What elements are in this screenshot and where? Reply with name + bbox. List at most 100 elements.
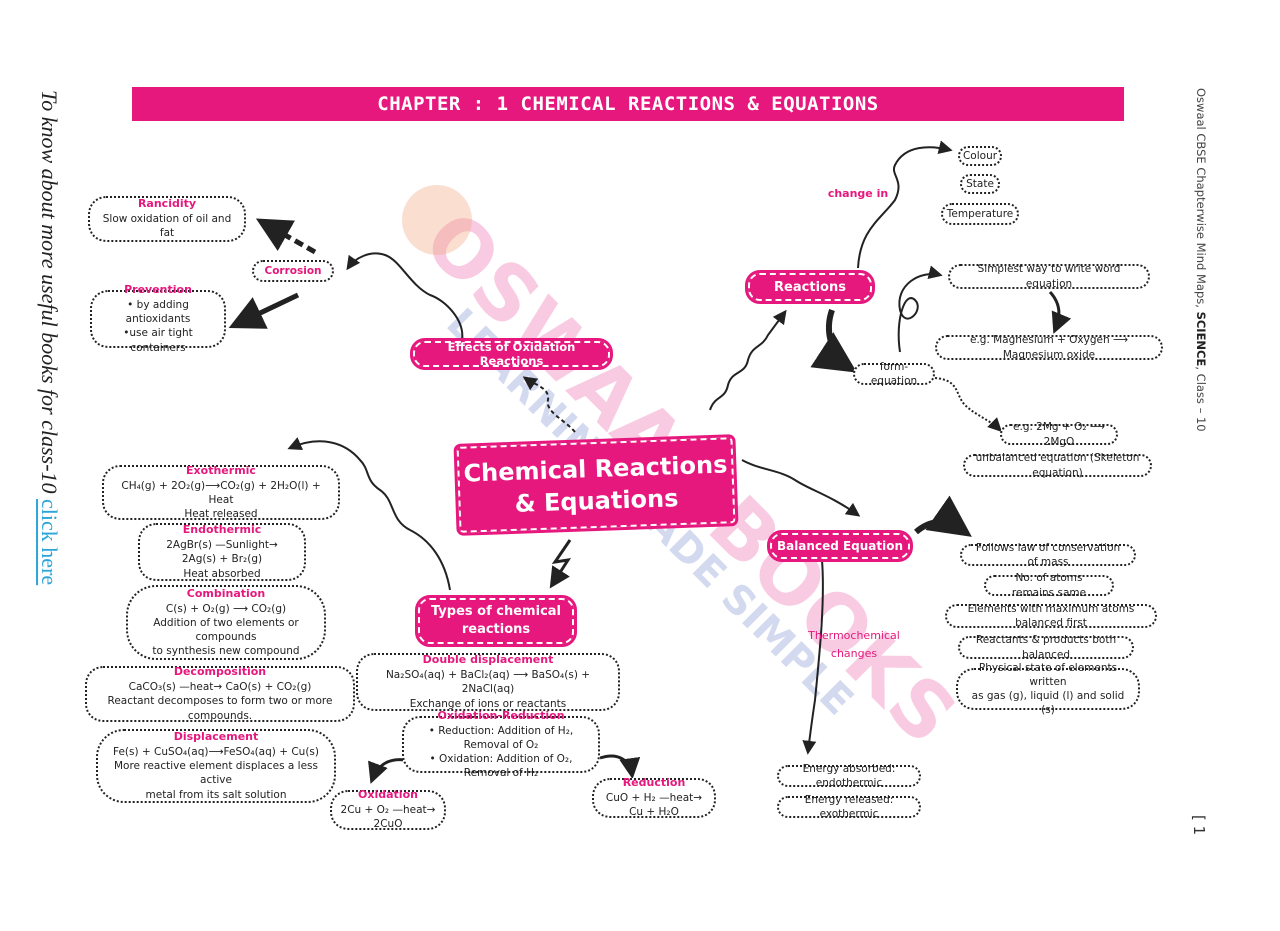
example-text: e.g. Magnesium + Oxygen ⟶ Magnesium oxid… [969, 334, 1129, 361]
corrosion-box: Corrosion [252, 260, 334, 282]
endothermic-box: Endothermic 2AgBr(s) —Sunlight→ 2Ag(s) +… [138, 523, 306, 581]
decomposition-note: Reactant decomposes to form two or more … [107, 695, 333, 722]
endothermic-eq: 2AgBr(s) —Sunlight→ 2Ag(s) + Br₂(g) [166, 539, 278, 566]
colour-box: Colour [958, 146, 1002, 166]
rancidity-title: Rancidity [137, 197, 197, 211]
eg2-box: e.g. 2Mg + O₂ ⟶ 2MgO [1000, 421, 1118, 448]
redox-box: Oxidation-Reduction • Reduction: Additio… [402, 709, 600, 779]
combination-note1: Addition of two elements or compounds [153, 616, 299, 643]
corrosion-label: Corrosion [264, 264, 322, 277]
book-title: Oswaal CBSE Chapterwise Mind Maps, SCIEN… [1186, 88, 1208, 448]
arrow-corrosion [346, 252, 464, 341]
promo-text: To know about more useful books for clas… [22, 90, 62, 690]
rancidity-text: Slow oxidation of oil and fat [102, 213, 232, 240]
balanced-label: Balanced Equation [767, 530, 913, 562]
arrow-balanced [741, 459, 861, 517]
unbalanced-text: unbalanced equation (Skeleton equation) [975, 452, 1140, 479]
redox-line2: • Oxidation: Addition of O₂, Removal of … [429, 752, 573, 780]
endothermic-note: Heat absorbed [183, 567, 261, 580]
rancidity-box: Rancidity Slow oxidation of oil and fat [88, 196, 246, 242]
temperature-box: Temperature [941, 203, 1019, 225]
decomposition-eq: CaCO₃(s) —heat→ CaO(s) + CO₂(g) [128, 681, 312, 694]
arrow-form-equation [810, 309, 858, 373]
combination-box: Combination C(s) + O₂(g) ⟶ CO₂(g) Additi… [126, 585, 326, 660]
prevention-box: Prevention • by adding antioxidants •use… [90, 283, 226, 354]
displacement-box: Displacement Fe(s) + CuSO₄(aq)⟶FeSO₄(aq)… [96, 729, 336, 803]
types-line1: Types of chemical [430, 603, 561, 619]
arrow-balanced-items [914, 495, 972, 537]
balanced-item-1-text: Follows law of conservation of mass [975, 541, 1121, 568]
balanced-item-3: Elements with maximum atoms balanced fir… [945, 603, 1157, 629]
book-title-prefix: Oswaal CBSE Chapterwise Mind Maps, [1194, 88, 1208, 312]
displacement-eq: Fe(s) + CuSO₄(aq)⟶FeSO₄(aq) + Cu(s) [112, 746, 319, 759]
types-label: Types of chemical reactions [415, 595, 577, 647]
balanced-item-4-text: Reactants & products both balanced [975, 634, 1117, 661]
reactions-label: Reactions [745, 270, 875, 304]
endothermic-title: Endothermic [182, 523, 262, 537]
thermochemical-label: Thermochemical changes [806, 627, 902, 662]
double-displacement-title: Double displacement [422, 653, 554, 667]
thermo-line2: changes [830, 646, 878, 660]
exothermic-eq: CH₄(g) + 2O₂(g)⟶CO₂(g) + 2H₂O(l) + Heat [121, 479, 321, 506]
decomposition-box: Decomposition CaCO₃(s) —heat→ CaO(s) + C… [85, 665, 355, 722]
arrow-thermo [802, 559, 824, 755]
chapter-header: CHAPTER : 1 CHEMICAL REACTIONS & EQUATIO… [132, 87, 1124, 121]
simplest-text: Simplest way to write word equation [977, 263, 1121, 290]
arrow-exothermic [287, 437, 451, 591]
arrow-rancidity [255, 218, 317, 255]
double-displacement-eq: Na₂SO₄(aq) + BaCl₂(aq) ⟶ BaSO₄(s) + 2NaC… [385, 669, 591, 696]
arrow-example [1048, 290, 1072, 334]
oxidation-eq: 2Cu + O₂ —heat→ 2CuO [340, 804, 436, 831]
arrow-eg2 [934, 377, 1002, 432]
exothermic-title: Exothermic [186, 463, 256, 477]
arrow-prevention [228, 292, 300, 329]
click-here-link[interactable]: click here [37, 499, 62, 586]
types-line2: reactions [461, 622, 531, 637]
state-text: State [966, 177, 994, 190]
double-displacement-box: Double displacement Na₂SO₄(aq) + BaCl₂(a… [356, 653, 620, 711]
displacement-note1: More reactive element displaces a less a… [113, 760, 318, 787]
prevention-title: Prevention [124, 283, 192, 297]
reduction-title: Reduction [622, 776, 686, 790]
temperature-text: Temperature [946, 207, 1014, 220]
arrow-oxidation [368, 758, 406, 784]
thermo-line1: Thermochemical [808, 629, 900, 642]
reduction-eq: CuO + H₂ —heat→ Cu + H₂O [605, 792, 703, 819]
center-topic: Chemical Reactions & Equations [453, 433, 739, 537]
effects-label: Effects of Oxidation Reactions [410, 338, 613, 370]
form-equation-box: form-equation [853, 360, 935, 387]
unbalanced-box: unbalanced equation (Skeleton equation) [963, 452, 1152, 479]
form-equation-text: form-equation [870, 360, 918, 387]
energy-absorbed-box: Energy absorbed: endothermic [777, 763, 921, 789]
combination-title: Combination [186, 586, 266, 600]
page-number: [ 1 [1190, 815, 1208, 836]
arrow-reduction [599, 754, 641, 780]
center-line2: & Equations [514, 484, 679, 518]
book-title-suffix: , Class – 10 [1194, 366, 1208, 432]
energy-released-text: Energy released: exothermic [804, 793, 894, 820]
book-subject: SCIENCE [1194, 311, 1208, 367]
redox-title: Oxidation-Reduction [437, 708, 565, 722]
simplest-box: Simplest way to write word equation [948, 263, 1150, 290]
state-box: State [960, 174, 1000, 194]
exothermic-note: Heat released [184, 508, 258, 521]
balanced-item-5-line2: as gas (g), liquid (l) and solid (s) [971, 690, 1125, 717]
balanced-item-1: Follows law of conservation of mass [960, 541, 1136, 568]
balanced-item-4: Reactants & products both balanced [958, 634, 1134, 661]
balanced-item-5: Physical state of elements written as ga… [956, 662, 1140, 716]
arrow-types [549, 539, 572, 589]
displacement-title: Displacement [173, 730, 259, 744]
example-box: e.g. Magnesium + Oxygen ⟶ Magnesium oxid… [935, 334, 1163, 361]
arrow-change-in [857, 140, 953, 269]
energy-released-box: Energy released: exothermic [777, 793, 921, 820]
decomposition-title: Decomposition [173, 665, 267, 679]
oxidation-box: Oxidation 2Cu + O₂ —heat→ 2CuO [330, 788, 446, 831]
promo-label: To know about more useful books for clas… [37, 90, 62, 500]
eg2-text: e.g. 2Mg + O₂ ⟶ 2MgO [1013, 421, 1105, 448]
arrow-reactions [709, 309, 787, 411]
double-displacement-note: Exchange of ions or reactants [409, 697, 567, 710]
center-line1: Chemical Reactions [463, 450, 728, 488]
prevention-line2: •use air tight containers [123, 327, 193, 354]
exothermic-box: Exothermic CH₄(g) + 2O₂(g)⟶CO₂(g) + 2H₂O… [102, 463, 340, 521]
